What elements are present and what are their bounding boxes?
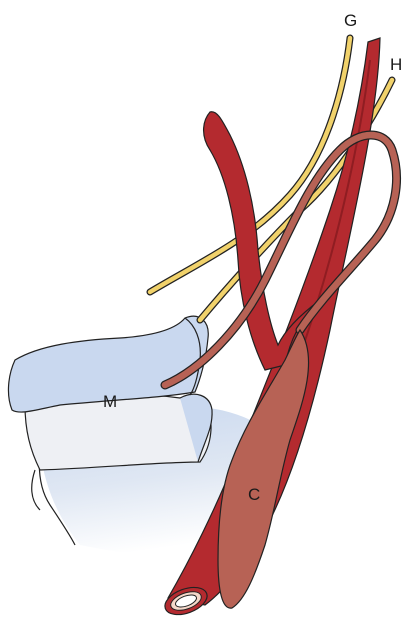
- label-h: H: [390, 55, 402, 74]
- label-g: G: [344, 11, 357, 30]
- structure-c-body: [217, 328, 310, 609]
- bone-upper-plate: [7, 315, 209, 413]
- bone-lower-facet: [179, 393, 213, 463]
- label-m: M: [103, 392, 117, 411]
- bone-structure: [7, 315, 250, 560]
- vein-loop-fill: [161, 131, 400, 389]
- nerve-g-fill: [147, 35, 353, 295]
- bone-left-edge: [31, 469, 41, 511]
- label-c: C: [248, 485, 260, 504]
- vein: [160, 130, 402, 390]
- structure-c: [217, 328, 310, 609]
- artery-lumen-inner: [175, 594, 197, 608]
